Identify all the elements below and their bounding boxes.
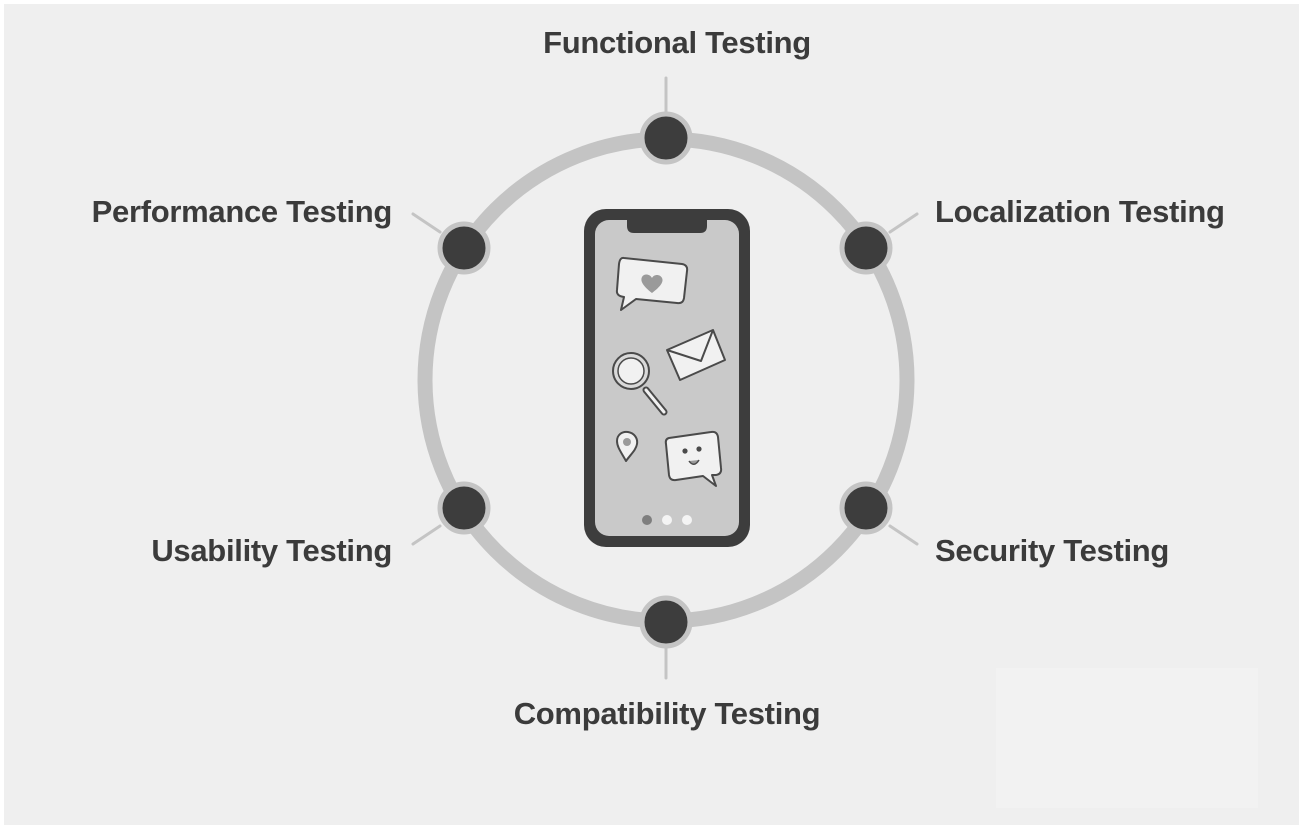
node-compatibility xyxy=(639,595,693,649)
label-localization-testing: Localization Testing xyxy=(935,194,1225,229)
node-security xyxy=(839,481,893,535)
pager-dot xyxy=(682,515,692,525)
node-performance xyxy=(437,221,491,275)
smartphone-icon xyxy=(584,209,750,547)
connector-right-top xyxy=(888,212,919,234)
connector-right-bottom xyxy=(888,524,919,546)
label-usability-testing: Usability Testing xyxy=(151,533,392,568)
location-pin-icon xyxy=(616,430,639,462)
connector-left-bottom xyxy=(411,524,442,546)
label-compatibility-testing: Compatibility Testing xyxy=(513,696,821,731)
label-security-testing: Security Testing xyxy=(935,533,1170,568)
label-performance-testing: Performance Testing xyxy=(91,194,393,229)
pager-dot-active xyxy=(642,515,652,525)
pager-dot xyxy=(662,515,672,525)
nodes xyxy=(437,111,893,649)
faint-panel xyxy=(996,668,1258,808)
connector-left-top xyxy=(411,212,442,234)
node-usability xyxy=(437,481,491,535)
heart-chat-bubble-icon xyxy=(615,256,689,311)
label-functional-testing: Functional Testing xyxy=(543,25,811,60)
magnifier-icon xyxy=(612,352,668,416)
smiley-chat-bubble-icon xyxy=(664,430,723,487)
node-localization xyxy=(839,221,893,275)
pager-dots xyxy=(642,515,692,525)
node-functional xyxy=(639,111,693,165)
envelope-icon xyxy=(666,329,726,381)
connector-lines xyxy=(411,76,919,680)
